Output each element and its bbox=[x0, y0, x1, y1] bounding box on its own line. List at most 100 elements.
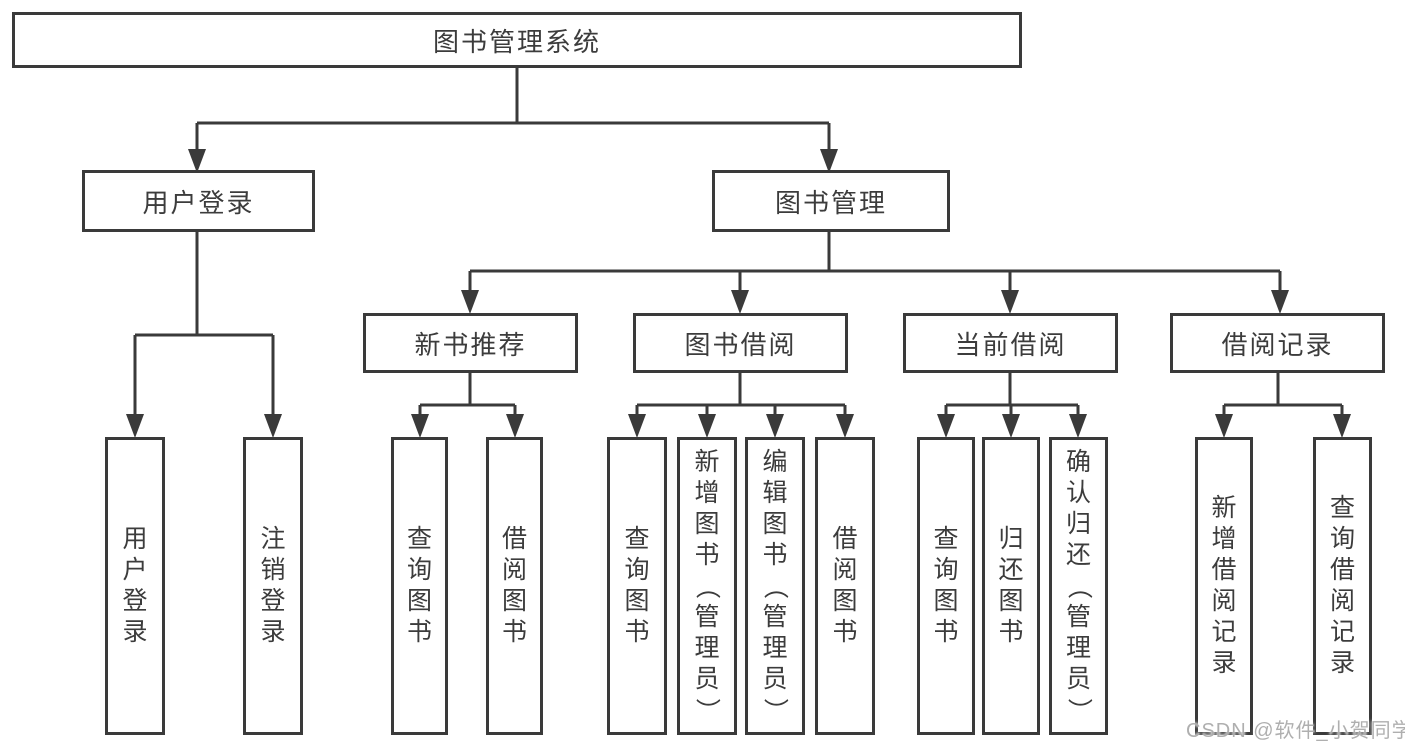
vertical-char: 图 bbox=[694, 509, 720, 538]
leaf-newbook-query-label: 查询图书 bbox=[407, 524, 432, 648]
vertical-char: 阅 bbox=[1329, 587, 1355, 615]
vertical-char: 书 bbox=[624, 618, 650, 646]
vertical-char: 理 bbox=[762, 633, 788, 662]
leaf-borrow-borrow: 借阅图书 bbox=[815, 437, 875, 735]
vertical-char: 理 bbox=[694, 633, 720, 662]
leaf-borrow-borrow-label: 借阅图书 bbox=[832, 524, 857, 648]
arrowhead-icon bbox=[1002, 414, 1020, 438]
node-root: 图书管理系统 bbox=[12, 12, 1022, 68]
vertical-char: （ bbox=[693, 573, 722, 599]
arrowhead-icon bbox=[628, 414, 646, 438]
vertical-char: 登 bbox=[122, 587, 148, 615]
arrowhead-icon bbox=[461, 290, 479, 314]
node-book-borrow-label: 图书借阅 bbox=[684, 329, 797, 360]
arrowhead-icon bbox=[264, 414, 282, 438]
vertical-char: 员 bbox=[1065, 664, 1091, 693]
vertical-char: 书 bbox=[694, 540, 720, 569]
vertical-char: 询 bbox=[624, 556, 650, 584]
vertical-char: 确 bbox=[1065, 447, 1091, 476]
vertical-char: 图 bbox=[624, 587, 650, 615]
leaf-borrow-add-admin-label: 新增图书（管理员） bbox=[693, 447, 722, 726]
vertical-char: 归 bbox=[1065, 509, 1091, 538]
leaf-logout-label: 注销登录 bbox=[260, 524, 285, 648]
arrowhead-icon bbox=[1215, 414, 1233, 438]
vertical-char: 书 bbox=[762, 540, 788, 569]
vertical-char: 管 bbox=[694, 602, 720, 631]
vertical-char: 阅 bbox=[832, 556, 858, 584]
node-new-book-recommend-label: 新书推荐 bbox=[414, 329, 527, 360]
arrowhead-icon bbox=[698, 414, 716, 438]
vertical-char: 登 bbox=[260, 587, 286, 615]
vertical-char: 阅 bbox=[501, 556, 527, 584]
leaf-records-add-label: 新增借阅记录 bbox=[1211, 493, 1236, 679]
node-book-management-label: 图书管理 bbox=[774, 187, 887, 218]
vertical-char: 编 bbox=[762, 447, 788, 476]
leaf-user-login-label: 用户登录 bbox=[122, 524, 147, 648]
leaf-newbook-borrow-label: 借阅图书 bbox=[502, 524, 527, 648]
vertical-char: 用 bbox=[122, 525, 148, 553]
leaf-borrow-edit-admin: 编辑图书（管理员） bbox=[745, 437, 805, 735]
vertical-char: 图 bbox=[762, 509, 788, 538]
leaf-records-query-label: 查询借阅记录 bbox=[1330, 493, 1355, 679]
vertical-char: ） bbox=[1064, 697, 1093, 723]
vertical-char: 询 bbox=[1329, 525, 1355, 553]
vertical-char: 户 bbox=[122, 556, 148, 584]
node-user-login: 用户登录 bbox=[82, 170, 315, 232]
vertical-char: 管 bbox=[762, 602, 788, 631]
leaf-current-confirm-admin-label: 确认归还（管理员） bbox=[1064, 447, 1093, 726]
vertical-char: 书 bbox=[933, 618, 959, 646]
node-new-book-recommend: 新书推荐 bbox=[363, 313, 578, 373]
vertical-char: 阅 bbox=[1211, 587, 1237, 615]
vertical-char: 书 bbox=[998, 618, 1024, 646]
arrowhead-icon bbox=[1069, 414, 1087, 438]
vertical-char: 员 bbox=[694, 664, 720, 693]
vertical-char: 查 bbox=[406, 525, 432, 553]
vertical-char: 书 bbox=[832, 618, 858, 646]
node-user-login-label: 用户登录 bbox=[142, 187, 255, 218]
node-borrow-records: 借阅记录 bbox=[1170, 313, 1385, 373]
vertical-char: 还 bbox=[998, 556, 1024, 584]
vertical-char: ） bbox=[761, 697, 790, 723]
vertical-char: 书 bbox=[501, 618, 527, 646]
arrowheads bbox=[126, 149, 1351, 438]
arrowhead-icon bbox=[506, 414, 524, 438]
vertical-char: 记 bbox=[1329, 618, 1355, 646]
vertical-char: 借 bbox=[1211, 556, 1237, 584]
node-root-label: 图书管理系统 bbox=[432, 26, 601, 57]
leaf-borrow-add-admin: 新增图书（管理员） bbox=[677, 437, 737, 735]
vertical-char: 借 bbox=[1329, 556, 1355, 584]
vertical-char: ） bbox=[693, 697, 722, 723]
leaf-records-add: 新增借阅记录 bbox=[1195, 437, 1253, 735]
leaf-current-return-label: 归还图书 bbox=[998, 524, 1023, 648]
vertical-char: 查 bbox=[1329, 494, 1355, 522]
leaf-borrow-query-label: 查询图书 bbox=[624, 524, 649, 648]
vertical-char: 借 bbox=[501, 525, 527, 553]
vertical-char: （ bbox=[761, 573, 790, 599]
arrowhead-icon bbox=[836, 414, 854, 438]
vertical-char: 新 bbox=[1211, 494, 1237, 522]
leaf-newbook-query: 查询图书 bbox=[391, 437, 448, 735]
node-borrow-records-label: 借阅记录 bbox=[1221, 329, 1334, 360]
leaf-logout: 注销登录 bbox=[243, 437, 303, 735]
vertical-char: 图 bbox=[933, 587, 959, 615]
arrowhead-icon bbox=[1333, 414, 1351, 438]
vertical-char: 查 bbox=[933, 525, 959, 553]
vertical-char: 归 bbox=[998, 525, 1024, 553]
vertical-char: 查 bbox=[624, 525, 650, 553]
leaf-records-query: 查询借阅记录 bbox=[1313, 437, 1372, 735]
arrowhead-icon bbox=[766, 414, 784, 438]
arrowhead-icon bbox=[1271, 290, 1289, 314]
vertical-char: 图 bbox=[832, 587, 858, 615]
vertical-char: 录 bbox=[1329, 649, 1355, 677]
vertical-char: 图 bbox=[998, 587, 1024, 615]
connector-path bbox=[133, 68, 1344, 418]
node-book-management: 图书管理 bbox=[712, 170, 950, 232]
vertical-char: 录 bbox=[260, 618, 286, 646]
vertical-char: 询 bbox=[933, 556, 959, 584]
arrowhead-icon bbox=[731, 290, 749, 314]
arrowhead-icon bbox=[411, 414, 429, 438]
arrowhead-icon bbox=[126, 414, 144, 438]
vertical-char: 还 bbox=[1065, 540, 1091, 569]
